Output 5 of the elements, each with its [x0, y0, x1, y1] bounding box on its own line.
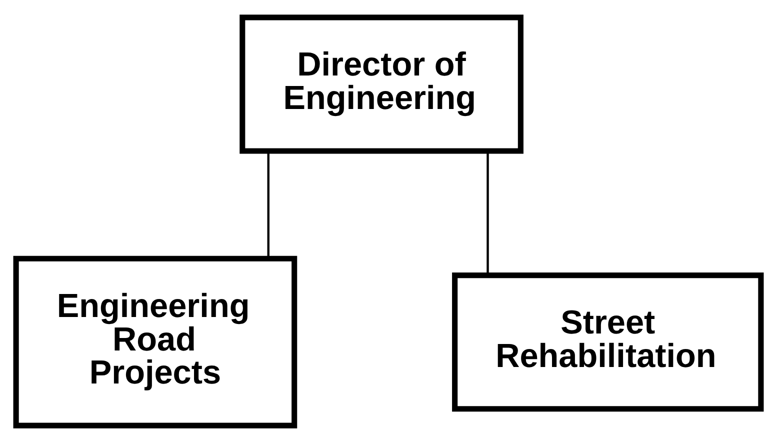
connector — [267, 151, 270, 258]
connector — [486, 151, 489, 274]
node-box: Engineering Road Projects — [13, 256, 298, 428]
node-box: Street Rehabilitation — [452, 272, 764, 412]
node-box: Director of Engineering — [240, 14, 524, 154]
